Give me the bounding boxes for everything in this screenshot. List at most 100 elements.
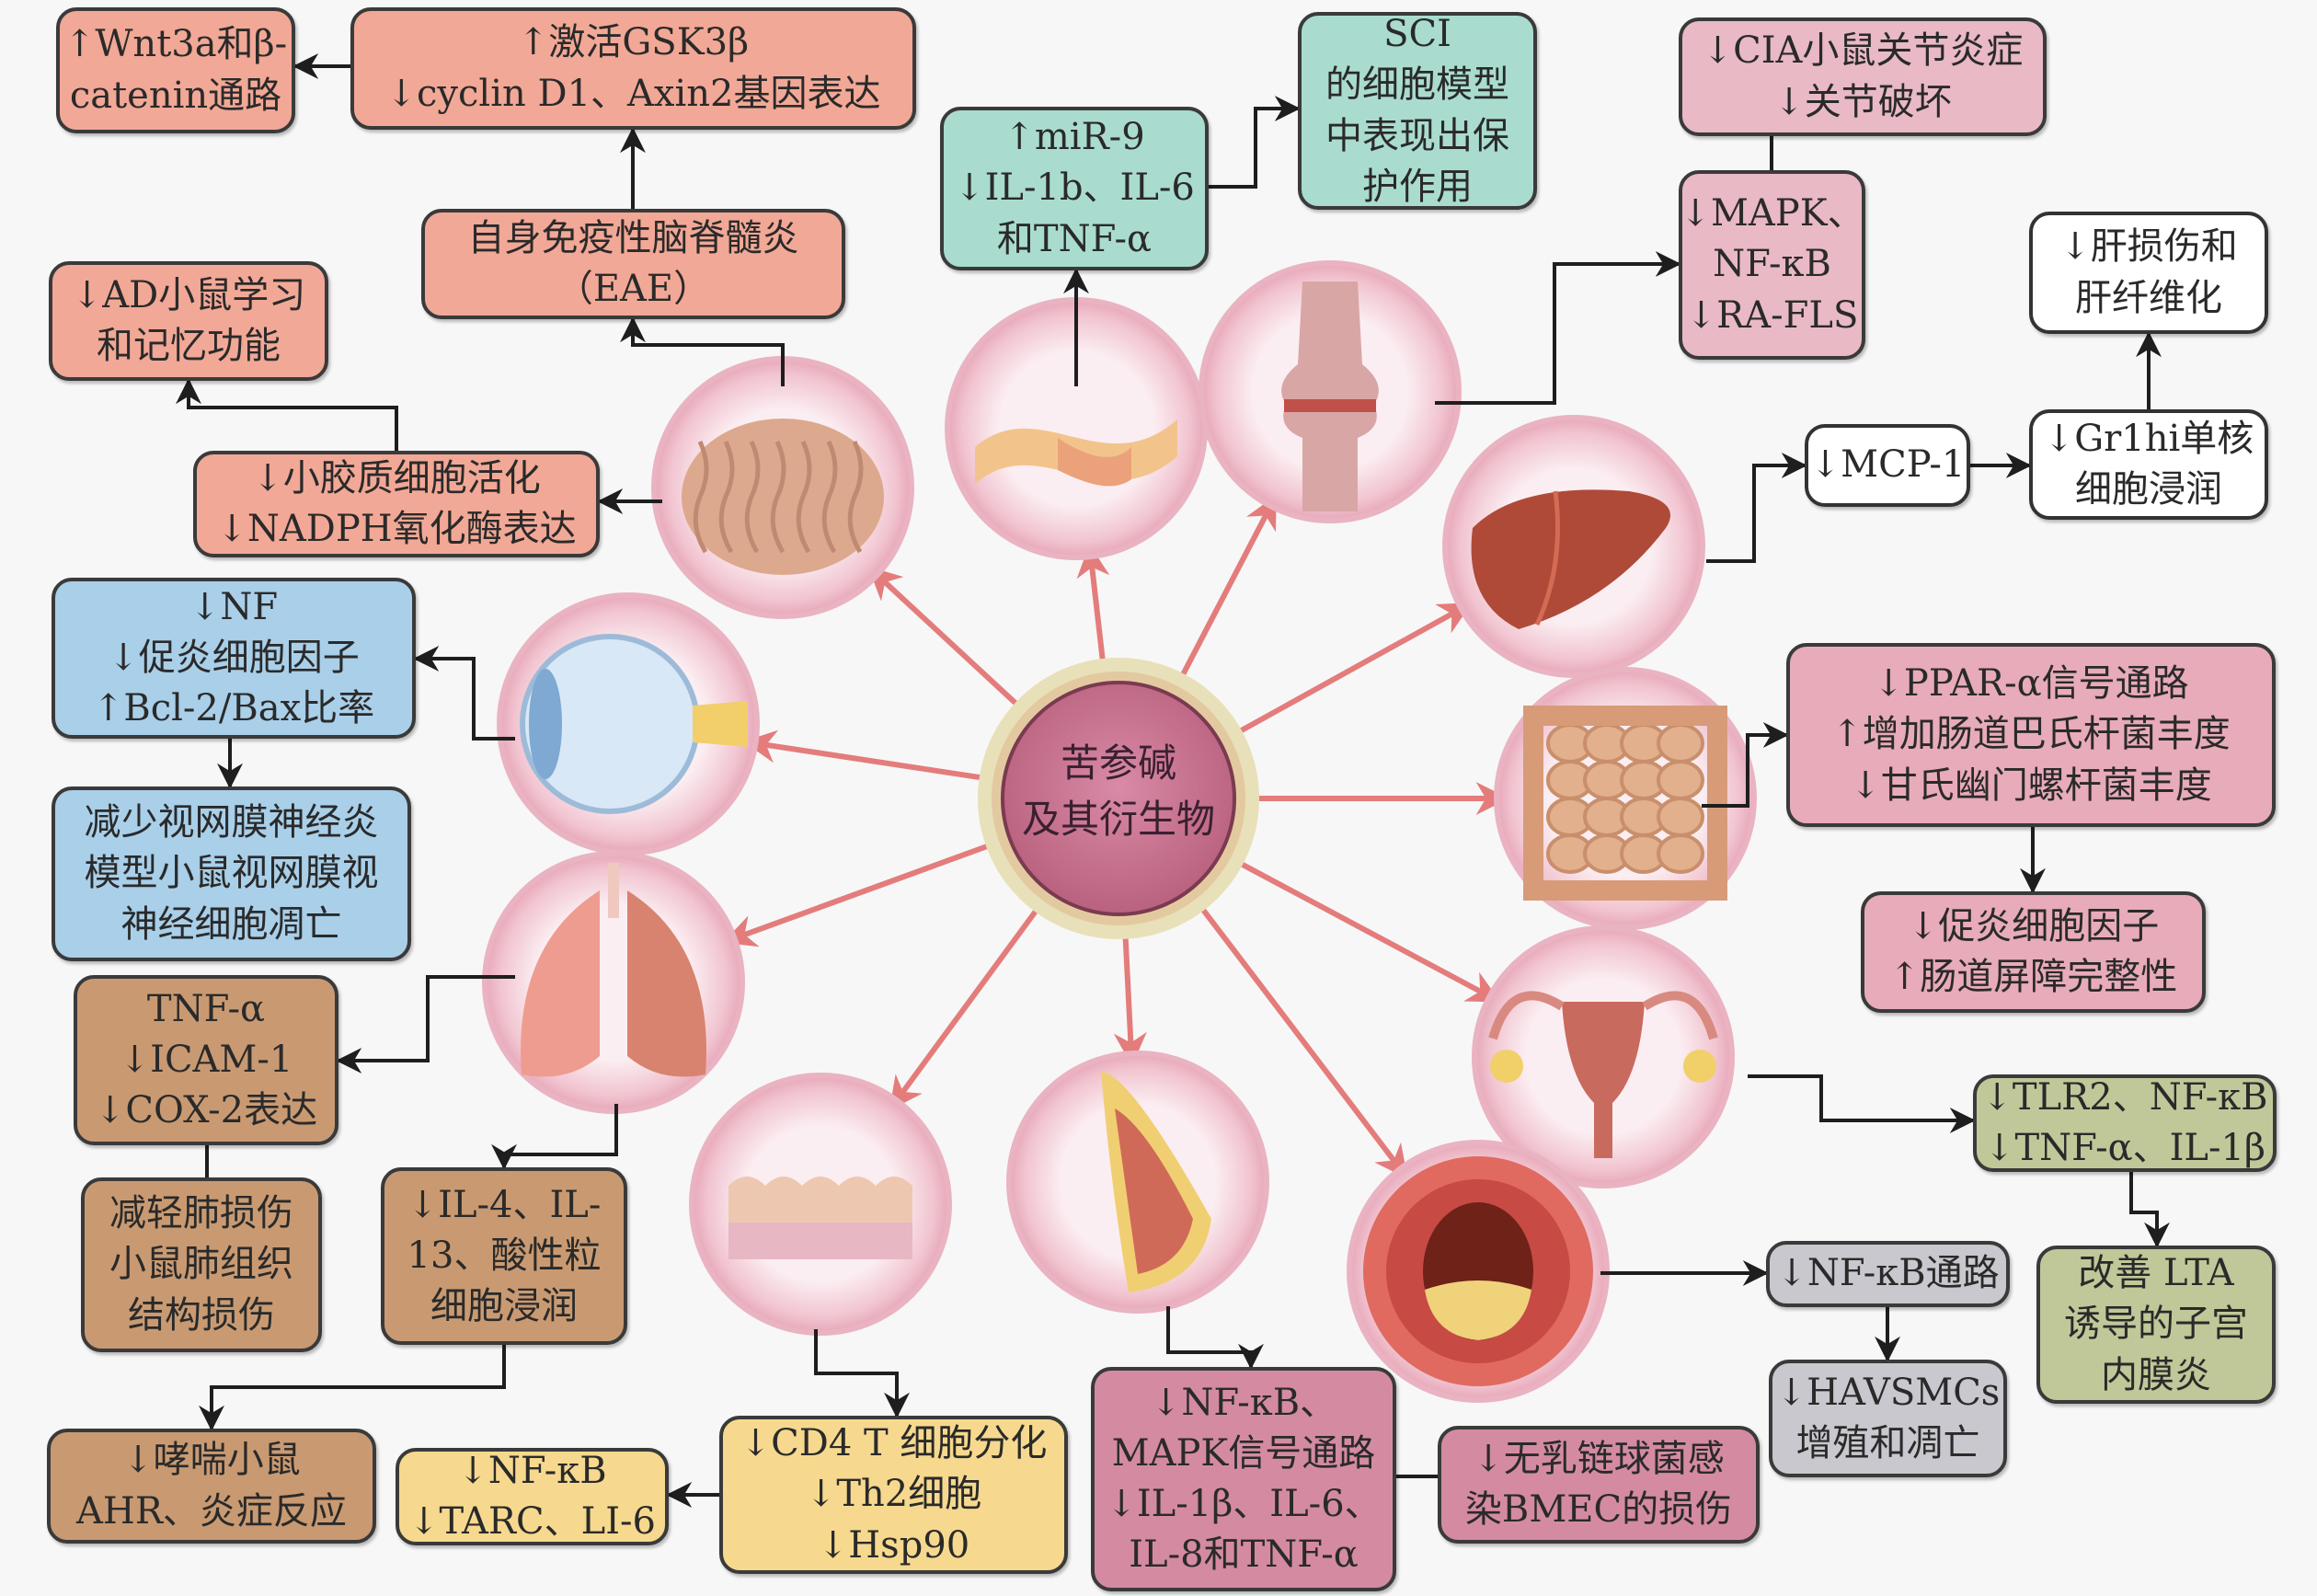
box-text-line: ↓促炎细胞因子 [1907, 904, 2160, 947]
box-gr1hi: ↓Gr1hi单核细胞浸润 [2029, 409, 2268, 520]
box-text-line: SCI [1383, 13, 1451, 56]
box-text-line: ↓TARC、LI-6 [408, 1500, 656, 1543]
connector-line [1748, 1074, 1976, 1133]
arrow-to-eye [742, 729, 983, 781]
box-tarc: ↓NF-κB↓TARC、LI-6 [396, 1448, 669, 1545]
box-text-line: 肝纤维化 [2075, 276, 2222, 319]
box-text-line: TNF-α [146, 987, 266, 1030]
uterus-illustration [1472, 925, 1735, 1188]
box-text-line: IL-8和TNF-α [1129, 1533, 1359, 1577]
box-wnt3a: ↑Wnt3a和β-catenin通路 [56, 7, 295, 133]
box-text-line: ↓NF [189, 585, 279, 628]
box-text-line: AHR、炎症反应 [76, 1489, 347, 1533]
arrow-to-artery [1199, 906, 1408, 1179]
arrow-to-breast [1113, 936, 1147, 1066]
box-text-line: 减轻肺损伤 [109, 1192, 293, 1235]
box-text-line: 和TNF-α [996, 217, 1153, 260]
box-text-line: ↓PPAR-α信号通路 [1873, 662, 2189, 706]
box-retina: 减少视网膜神经炎模型小鼠视网膜视神经细胞凋亡 [52, 787, 411, 961]
box-text-line: ↓CD4 T 细胞分化 [740, 1422, 1048, 1465]
box-text-line: ↓MCP-1 [1809, 443, 1966, 487]
arrow-to-skin [889, 908, 1039, 1111]
box-text-line: ↓AD小鼠学习 [71, 273, 306, 316]
box-microglia: ↓小胶质细胞活化↓NADPH氧化酶表达 [193, 451, 600, 557]
connector-line [620, 316, 785, 386]
box-text-line: ↓关节破坏 [1773, 80, 1952, 123]
connector-line [336, 975, 515, 1074]
box-text-line: ↓IL-4、IL- [407, 1183, 602, 1226]
brain-illustration [651, 356, 914, 619]
box-text-line: ↓TLR2、NF-κB [1981, 1075, 2268, 1119]
box-eae: 自身免疫性脑脊髓炎（EAE） [421, 209, 845, 319]
box-text-line: 减少视网膜神经炎 [84, 801, 379, 844]
box-text-line: ↓肝损伤和 [2059, 225, 2238, 269]
box-text-line: 细胞浸润 [430, 1285, 578, 1328]
box-text-line: 小鼠肺组织 [109, 1243, 293, 1286]
box-text-line: NF-κB [1713, 243, 1831, 286]
box-tnf-lung: TNF-α ↓ICAM-1 ↓COX-2表达 [74, 975, 338, 1145]
box-text-line: ↓CIA小鼠关节炎症 [1702, 29, 2024, 73]
box-text-line: 13、酸性粒 [407, 1234, 602, 1277]
arrow-to-lung [722, 843, 991, 947]
box-text-line: ↑激活GSK3β [517, 21, 750, 64]
box-text-line: ↓Gr1hi单核 [2043, 417, 2254, 460]
box-text-line: ↓HAVSMCs [1775, 1371, 2001, 1414]
center-label: 苦参碱 及其衍生物 [999, 736, 1238, 848]
box-text-line: 诱导的子宫 [2064, 1303, 2248, 1346]
connector-line [1435, 251, 1681, 405]
lung-illustration [482, 851, 745, 1114]
box-text-line: ↓小胶质细胞活化 [252, 456, 541, 499]
connector-line [814, 1329, 910, 1418]
box-text-line: ↓促炎细胞因子 [108, 636, 360, 679]
eye-illustration [497, 592, 760, 855]
box-text-line: 增殖和凋亡 [1795, 1422, 1980, 1464]
box-text-line: ↓cyclin D1、Axin2基因表达 [385, 72, 881, 115]
box-text-line: 结构损伤 [128, 1293, 275, 1337]
box-gut-barrier: ↓促炎细胞因子↑肠道屏障完整性 [1861, 891, 2206, 1013]
box-asthma: ↓哮喘小鼠 AHR、炎症反应 [47, 1429, 376, 1544]
box-cd4: ↓CD4 T 细胞分化 ↓Th2细胞 ↓Hsp90 [719, 1416, 1068, 1574]
box-text-line: ↓TNF-α、IL-1β [1983, 1127, 2266, 1169]
connector-line [1706, 453, 1807, 563]
box-text-line: ↑增加肠道巴氏杆菌丰度 [1831, 713, 2231, 756]
arrow-to-liver [1237, 602, 1473, 734]
connector-line [1702, 722, 1789, 808]
box-text-line: 和记忆功能 [97, 325, 281, 367]
box-text-line: ↓IL-1β、IL-6、 [1106, 1483, 1382, 1525]
box-text-line: ↓甘氏幽门螺杆菌丰度 [1850, 764, 2212, 807]
connector-line [199, 1345, 506, 1431]
box-nfkb-path: ↓NF-κB通路 [1766, 1241, 2010, 1307]
box-text-line: ↓IL-1b、IL-6 [954, 166, 1195, 210]
connector-line [176, 378, 398, 451]
box-text-line: ↓MAPK、 [1680, 192, 1864, 235]
connector-line [413, 646, 515, 741]
box-text-line: 染BMEC的损伤 [1464, 1488, 1733, 1531]
box-il4: ↓IL-4、IL- 13、酸性粒细胞浸润 [381, 1167, 627, 1345]
box-text-line: catenin通路 [69, 74, 282, 117]
box-cia: ↓CIA小鼠关节炎症 ↓关节破坏 [1679, 17, 2047, 136]
box-text-line: 自身免疫性脑脊髓炎 [467, 216, 799, 259]
liver-illustration [1442, 415, 1705, 678]
box-lung-injury: 减轻肺损伤小鼠肺组织结构损伤 [81, 1177, 322, 1352]
center-node [978, 658, 1259, 939]
box-text-line: 改善 LTA [2078, 1252, 2234, 1295]
box-text-line: ↑miR-9 [1004, 116, 1145, 159]
box-nfkb-mapk: ↓NF-κB、MAPK信号通路↓IL-1β、IL-6、IL-8和TNF-α [1091, 1367, 1396, 1591]
box-text-line: ↓ICAM-1 [119, 1038, 293, 1081]
box-nf-eye: ↓NF↓促炎细胞因子↑Bcl-2/Bax比率 [52, 578, 416, 739]
box-text-line: ↓COX-2表达 [94, 1089, 318, 1132]
box-text-line: ↓Th2细胞 [805, 1473, 982, 1516]
connector-line [491, 1104, 618, 1170]
box-text-line: 细胞浸润 [2075, 468, 2222, 511]
skin-illustration [689, 1073, 952, 1336]
box-havsmcs: ↓HAVSMCs 增殖和凋亡 [1769, 1360, 2007, 1477]
connector-line [1166, 1306, 1264, 1370]
box-text-line: ↓Hsp90 [817, 1523, 970, 1567]
box-text-line: ↓无乳链球菌感 [1473, 1437, 1725, 1480]
box-ppar: ↓PPAR-α信号通路 ↑增加肠道巴氏杆菌丰度 ↓甘氏幽门螺杆菌丰度 [1786, 643, 2276, 827]
box-text-line: ↓哮喘小鼠 [122, 1439, 301, 1482]
box-text-line: 护作用 [1362, 165, 1473, 208]
